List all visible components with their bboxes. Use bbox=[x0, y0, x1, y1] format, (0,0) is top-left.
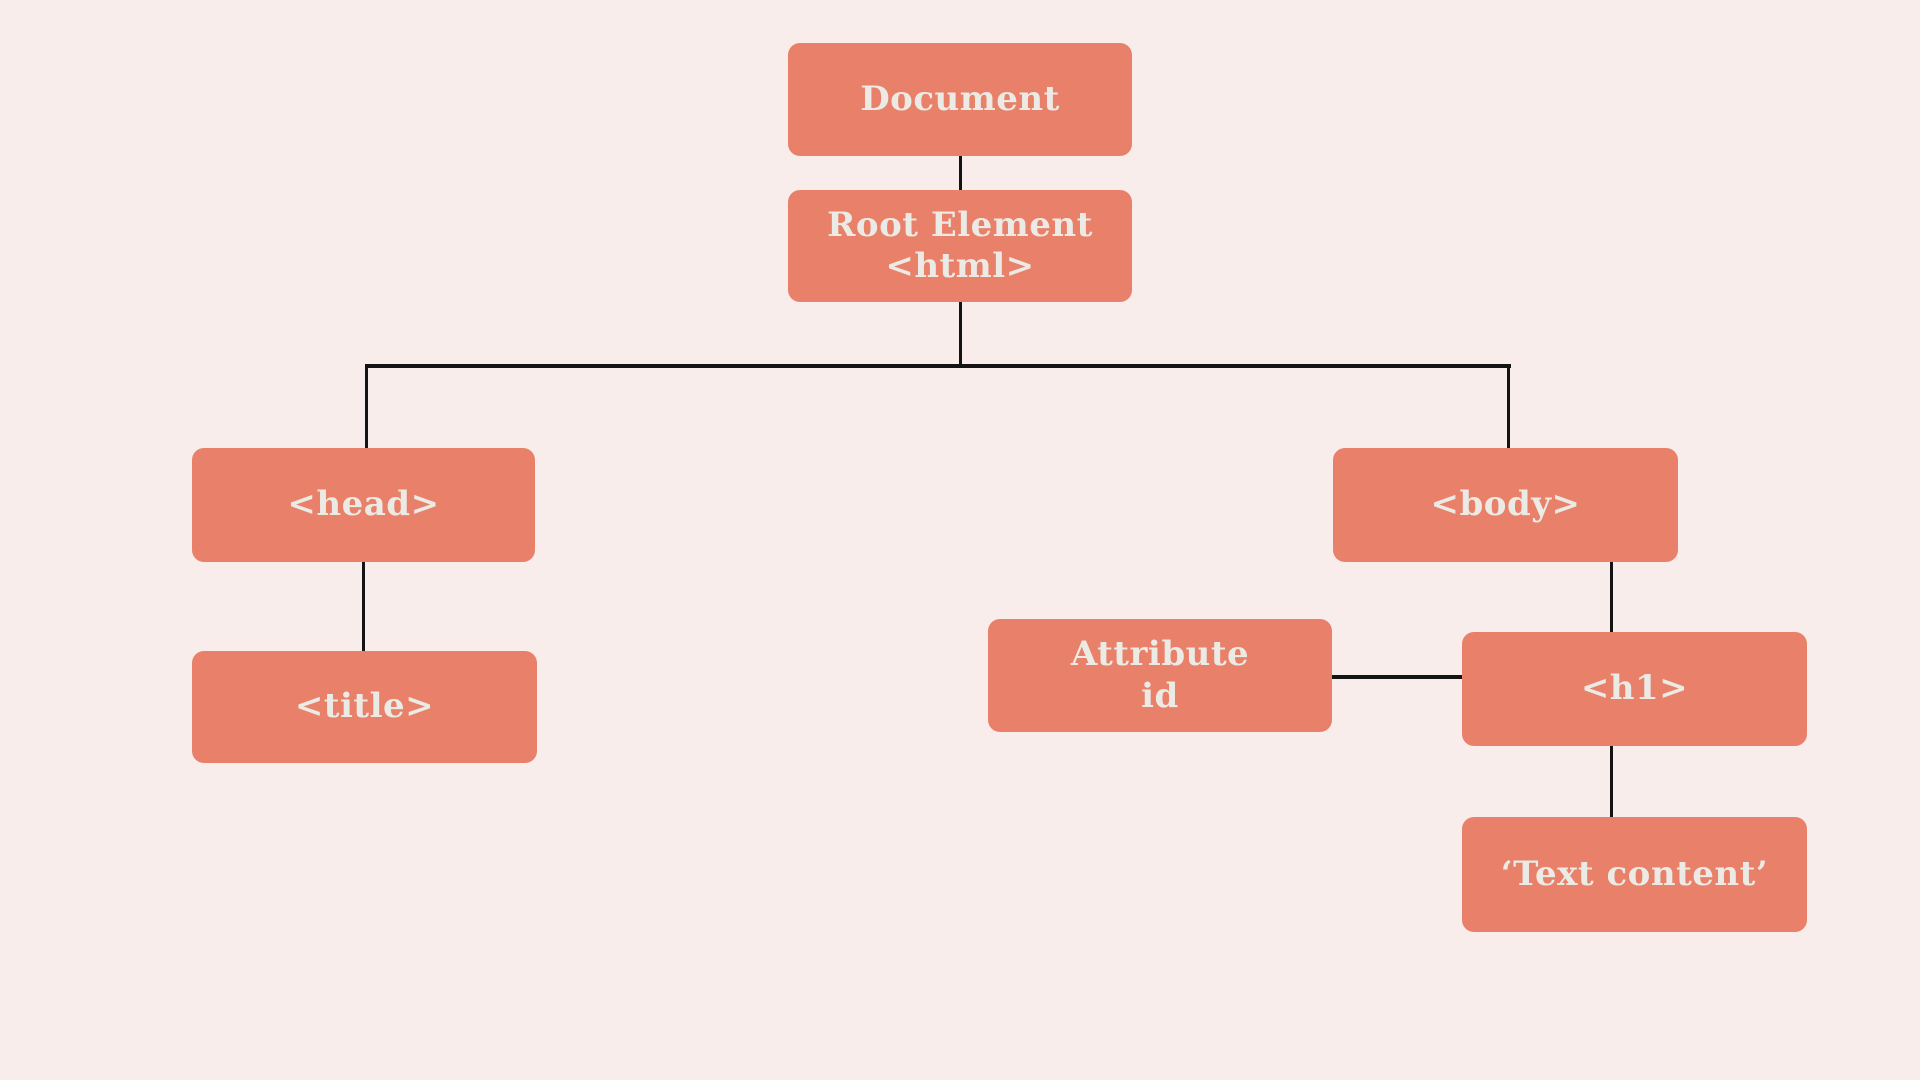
node-text-content-label: ‘Text content’ bbox=[1500, 853, 1769, 894]
connector-branch-body bbox=[1507, 364, 1510, 448]
node-h1-label: <h1> bbox=[1580, 668, 1689, 709]
connector-root-branch bbox=[959, 302, 962, 366]
node-text-content: ‘Text content’ bbox=[1462, 817, 1807, 932]
node-attribute-id: Attribute id bbox=[988, 619, 1332, 732]
node-body-label: <body> bbox=[1430, 484, 1581, 525]
connector-branch-bar bbox=[365, 364, 1511, 368]
node-title-label: <title> bbox=[294, 686, 435, 727]
node-root-element: Root Element <html> bbox=[788, 190, 1132, 302]
node-attribute-id-label-line1: Attribute bbox=[1070, 634, 1250, 675]
node-document-label: Document bbox=[860, 78, 1060, 119]
node-document: Document bbox=[788, 43, 1132, 156]
node-body: <body> bbox=[1333, 448, 1678, 562]
connector-branch-head bbox=[365, 364, 368, 448]
connector-document-root bbox=[959, 156, 962, 192]
node-title: <title> bbox=[192, 651, 537, 763]
node-head-label: <head> bbox=[287, 484, 440, 525]
node-attribute-id-label-line2: id bbox=[1141, 675, 1179, 716]
node-root-element-label-line1: Root Element bbox=[827, 204, 1093, 245]
node-head: <head> bbox=[192, 448, 535, 562]
connector-head-title bbox=[362, 562, 365, 651]
connector-h1-text-content bbox=[1610, 746, 1613, 817]
connector-body-h1 bbox=[1610, 562, 1613, 632]
connector-attribute-h1 bbox=[1332, 675, 1462, 679]
node-h1: <h1> bbox=[1462, 632, 1807, 746]
node-root-element-label-line2: <html> bbox=[885, 246, 1035, 286]
